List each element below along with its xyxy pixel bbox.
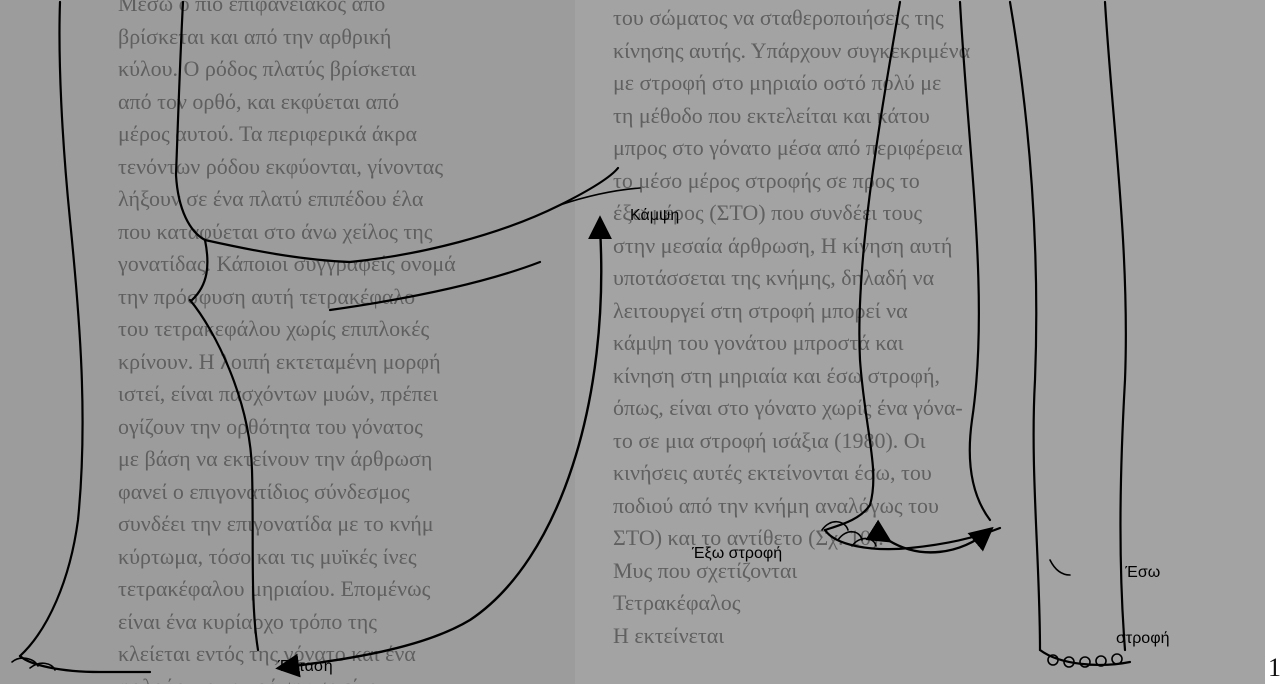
flexion-label: Κάμψη bbox=[630, 207, 679, 225]
left-leg-shin-lower bbox=[330, 262, 540, 310]
left-leg-knee-crease bbox=[192, 240, 207, 300]
left-leg-calf-lower bbox=[190, 300, 258, 650]
right-leg-a-inner-outline bbox=[960, 2, 990, 520]
right-leg-a-toes bbox=[822, 522, 876, 546]
page-number: 1 bbox=[1268, 653, 1281, 683]
left-leg-front-thigh bbox=[176, 2, 205, 240]
right-leg-b-outer-outline bbox=[1010, 2, 1040, 650]
left-leg-back-outline bbox=[20, 2, 83, 656]
right-leg-b-ankle-mark bbox=[1050, 560, 1070, 575]
internal-rotation-label-line2: στροφή bbox=[1116, 628, 1169, 650]
left-leg-shin-upper bbox=[350, 168, 618, 262]
extension-label: Έκταση bbox=[278, 658, 333, 676]
external-rotation-label: Έξω στροφή bbox=[692, 545, 782, 563]
left-leg-knee-front bbox=[205, 240, 350, 262]
left-leg-upper-shin-end bbox=[560, 188, 640, 205]
internal-rotation-label-line1: Έσω bbox=[1116, 562, 1169, 584]
right-leg-a-outer-outline bbox=[825, 2, 900, 530]
flexion-extension-arc-arrow bbox=[280, 228, 601, 668]
internal-rotation-label: Έσω στροφή bbox=[1116, 518, 1169, 684]
